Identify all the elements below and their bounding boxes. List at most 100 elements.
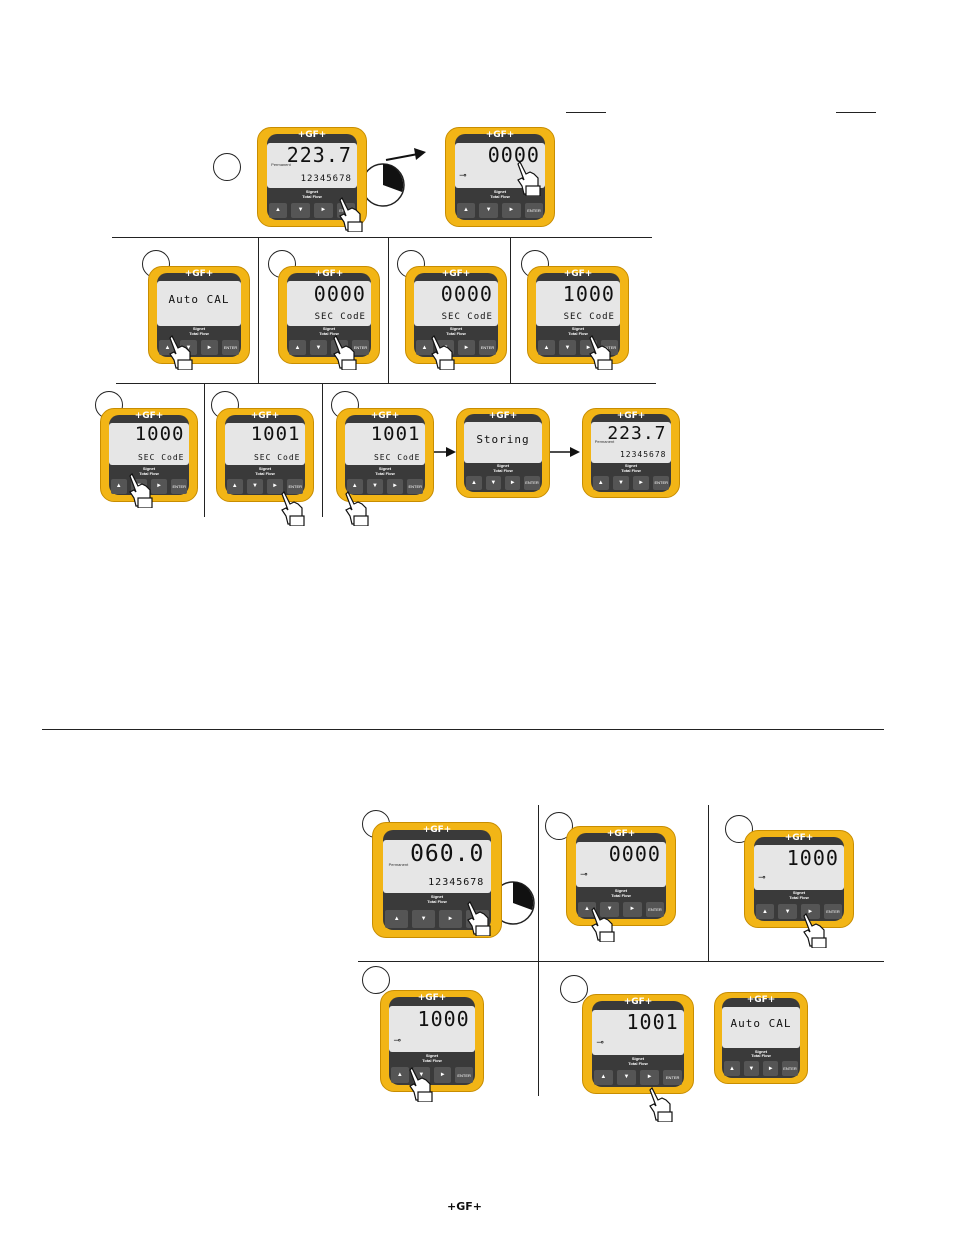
enter-button[interactable]: ENTER bbox=[823, 903, 843, 920]
lcd-sub-value: SEC CodE bbox=[137, 452, 185, 462]
up-button[interactable]: ▲ bbox=[110, 478, 127, 494]
arrow-right-icon bbox=[546, 447, 580, 457]
up-button[interactable]: ▲ bbox=[346, 478, 363, 494]
down-button[interactable]: ▼ bbox=[412, 909, 436, 928]
right-button[interactable]: ► bbox=[502, 202, 521, 219]
enter-button[interactable]: ENTER bbox=[782, 1061, 798, 1076]
device-model-label: Signet Total Flow bbox=[528, 327, 628, 337]
right-button[interactable]: ► bbox=[434, 1067, 452, 1083]
divider-row1 bbox=[112, 237, 652, 238]
down-button[interactable]: ▼ bbox=[485, 475, 502, 490]
model-line-1: Signet bbox=[425, 1053, 439, 1058]
right-button[interactable]: ► bbox=[387, 478, 404, 494]
device-model-label: Signet Total Flow bbox=[101, 466, 197, 477]
model-line-2: Total Flow bbox=[611, 892, 631, 898]
lcd-main-value: 1001 bbox=[626, 1010, 679, 1035]
down-button[interactable]: ▼ bbox=[366, 478, 384, 494]
model-line-2: Total Flow bbox=[302, 193, 322, 199]
lcd-main-value: 0000 bbox=[313, 282, 366, 307]
lcd-sub-value: SEC CodE bbox=[563, 312, 615, 323]
model-line-2: Total Flow bbox=[789, 895, 809, 901]
up-button[interactable]: ▲ bbox=[577, 901, 597, 918]
model-line-2: Total Flow bbox=[375, 470, 395, 476]
down-button[interactable]: ▼ bbox=[743, 1061, 760, 1076]
enter-button[interactable]: ENTER bbox=[653, 475, 670, 490]
enter-button[interactable]: ENTER bbox=[287, 478, 304, 494]
enter-button[interactable]: ENTER bbox=[524, 202, 544, 219]
model-line-1: Signet bbox=[430, 893, 444, 899]
button-row: ▲ ▼ ► ENTER bbox=[455, 202, 546, 219]
down-button[interactable]: ▼ bbox=[616, 1069, 637, 1086]
down-button[interactable]: ▼ bbox=[291, 202, 310, 219]
down-button[interactable]: ▼ bbox=[310, 339, 327, 356]
device-brand-logo: +GF+ bbox=[441, 268, 471, 279]
down-button[interactable]: ▼ bbox=[600, 901, 619, 918]
step-marker bbox=[362, 966, 390, 994]
lcd-main-value: Storing bbox=[476, 432, 530, 446]
device-model-label: Signet Total Flow bbox=[745, 891, 853, 901]
lcd-display: 060.0 Permanent 12345678 bbox=[383, 840, 491, 893]
lcd-main-value: 0000 bbox=[440, 282, 493, 307]
flow-meter-device: +GF+ 1001 SEC CodE Signet Total Flow ▲ ▼… bbox=[216, 408, 314, 502]
device-model-label: Signet Total Flow bbox=[149, 327, 249, 337]
up-button[interactable]: ▲ bbox=[226, 478, 243, 494]
right-button[interactable]: ► bbox=[151, 478, 168, 494]
down-button[interactable]: ▼ bbox=[479, 202, 498, 219]
right-button[interactable]: ► bbox=[640, 1069, 660, 1086]
key-icon: ⊸ bbox=[393, 1034, 401, 1045]
up-button[interactable]: ▲ bbox=[538, 339, 555, 356]
model-line-2: Total Flow bbox=[427, 898, 447, 904]
device-model-label: Signet Total Flow bbox=[373, 893, 501, 905]
up-button[interactable]: ▲ bbox=[755, 903, 775, 920]
enter-button[interactable]: ENTER bbox=[171, 478, 188, 494]
up-button[interactable]: ▲ bbox=[268, 202, 288, 219]
device-brand-logo: +GF+ bbox=[606, 828, 636, 839]
button-row: ▲ ▼ ► ENTER bbox=[592, 1069, 684, 1086]
lcd-display: 0000 ⊸ bbox=[454, 142, 546, 188]
up-button[interactable]: ▲ bbox=[466, 475, 482, 490]
label-underline-left bbox=[566, 112, 606, 113]
down-button[interactable]: ▼ bbox=[559, 339, 576, 356]
up-button[interactable]: ▲ bbox=[592, 475, 609, 490]
enter-button[interactable]: ENTER bbox=[645, 901, 665, 918]
enter-button[interactable]: ENTER bbox=[407, 478, 424, 494]
step-marker bbox=[560, 975, 588, 1003]
right-button[interactable]: ► bbox=[623, 901, 642, 918]
up-button[interactable]: ▲ bbox=[391, 1067, 409, 1083]
down-button[interactable]: ▼ bbox=[612, 475, 630, 490]
up-button[interactable]: ▲ bbox=[724, 1061, 740, 1076]
right-button[interactable]: ► bbox=[458, 339, 475, 356]
up-button[interactable]: ▲ bbox=[593, 1069, 613, 1086]
enter-button[interactable]: ENTER bbox=[352, 339, 369, 356]
up-button[interactable]: ▲ bbox=[289, 339, 306, 356]
enter-button[interactable]: ENTER bbox=[479, 339, 496, 356]
flow-meter-device: +GF+ Auto CAL Signet Total Flow ▲ ▼ ► EN… bbox=[714, 992, 808, 1084]
up-button[interactable]: ▲ bbox=[456, 202, 476, 219]
model-line-1: Signet bbox=[258, 465, 272, 471]
enter-button[interactable]: ENTER bbox=[222, 339, 239, 356]
down-button[interactable]: ▼ bbox=[246, 478, 264, 494]
button-row: ▲ ▼ ► ENTER bbox=[722, 1061, 799, 1076]
device-model-label: Signet Total Flow bbox=[258, 189, 366, 200]
enter-button[interactable]: ENTER bbox=[455, 1067, 473, 1083]
lcd-display: 1000 ⊸ bbox=[389, 1006, 475, 1052]
flow-meter-device: +GF+ 1000 ⊸ Signet Total Flow ▲ ▼ ► ENTE… bbox=[744, 830, 854, 928]
enter-button[interactable]: ENTER bbox=[524, 475, 540, 490]
up-button[interactable]: ▲ bbox=[416, 339, 433, 356]
down-button[interactable]: ▼ bbox=[778, 903, 797, 920]
flow-meter-device: +GF+ 1001 ⊸ Signet Total Flow ▲ ▼ ► ENTE… bbox=[582, 994, 694, 1094]
right-button[interactable]: ► bbox=[267, 478, 284, 494]
flow-meter-device: +GF+ 0000 SEC CodE Signet Total Flow ▲ ▼… bbox=[278, 266, 380, 364]
step-marker bbox=[213, 153, 241, 181]
right-button[interactable]: ► bbox=[314, 202, 333, 219]
label-underline-right bbox=[836, 112, 876, 113]
right-button[interactable]: ► bbox=[439, 909, 462, 928]
right-button[interactable]: ► bbox=[763, 1061, 779, 1076]
up-button[interactable]: ▲ bbox=[385, 909, 409, 928]
enter-button[interactable]: ENTER bbox=[663, 1069, 683, 1086]
right-button[interactable]: ► bbox=[633, 475, 650, 490]
right-button[interactable]: ► bbox=[201, 339, 218, 356]
right-button[interactable]: ► bbox=[505, 475, 521, 490]
lcd-sub-value: 12345678 bbox=[300, 174, 352, 185]
button-row: ▲ ▼ ► ENTER bbox=[754, 903, 845, 920]
